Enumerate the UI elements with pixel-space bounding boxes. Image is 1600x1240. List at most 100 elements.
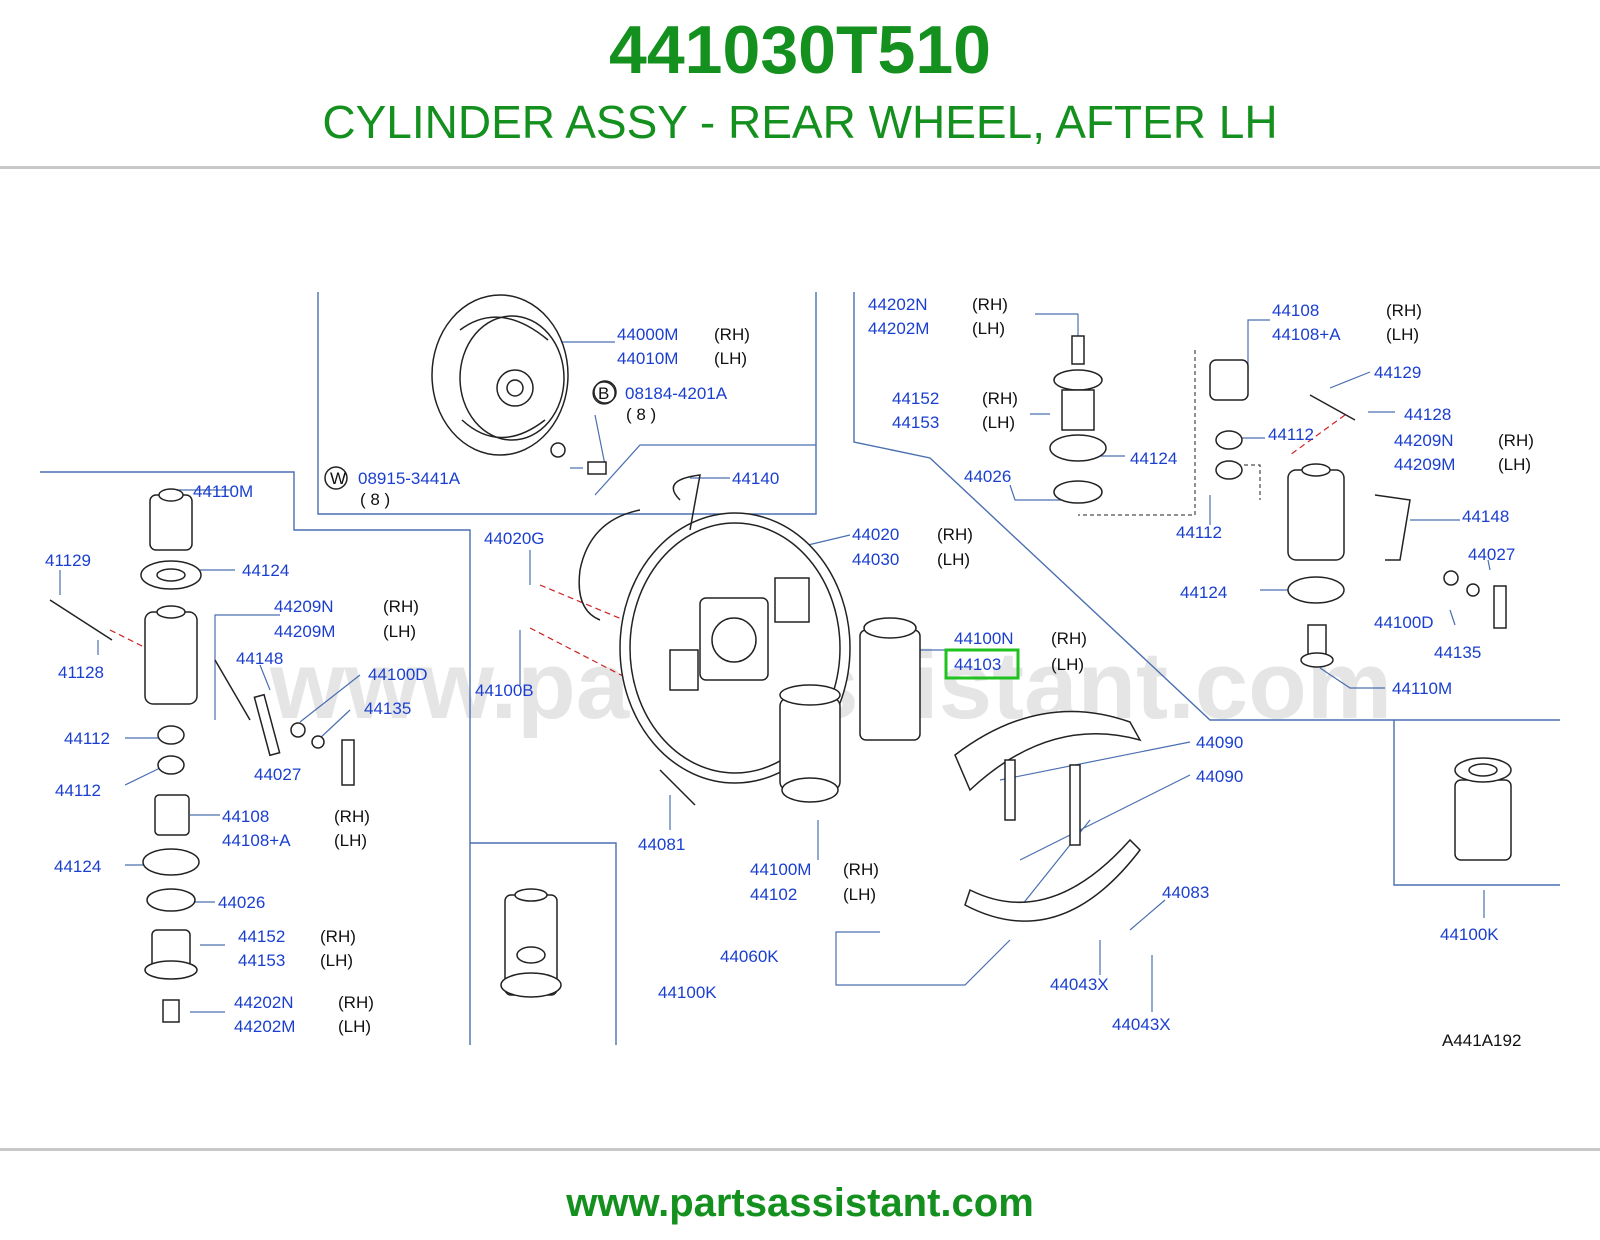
diagram-reference: A441A192: [1442, 1031, 1521, 1050]
label-44000M[interactable]: 44000M: [617, 325, 678, 344]
group-frames: [40, 292, 1560, 1045]
side-44020: (RH): [937, 525, 973, 544]
washer-w-letter: W: [330, 469, 346, 488]
label-44026-right[interactable]: 44026: [964, 467, 1011, 486]
label-44100K-right[interactable]: 44100K: [1440, 925, 1499, 944]
side-44202M-left: (LH): [338, 1017, 371, 1036]
label-44209M-left[interactable]: 44209M: [274, 622, 335, 641]
label-44152-left[interactable]: 44152: [238, 927, 285, 946]
label-44124-right-2[interactable]: 44124: [1180, 583, 1227, 602]
label-44112-left-2[interactable]: 44112: [55, 781, 101, 800]
label-44043X-lower[interactable]: 44043X: [1112, 1015, 1171, 1034]
header-divider: [0, 166, 1600, 169]
label-44100B[interactable]: 44100B: [475, 681, 534, 700]
label-44153-right[interactable]: 44153: [892, 413, 939, 432]
label-41128-left[interactable]: 41128: [58, 663, 104, 682]
label-44148-left[interactable]: 44148: [236, 649, 283, 668]
side-44209N-left: (RH): [383, 597, 419, 616]
label-44043X-upper[interactable]: 44043X: [1050, 975, 1109, 994]
label-44100K-centre[interactable]: 44100K: [658, 983, 717, 1002]
label-44128-right[interactable]: 44128: [1404, 405, 1451, 424]
side-44209M-left: (LH): [383, 622, 416, 641]
side-44202M-right: (LH): [972, 319, 1005, 338]
bolt-b-letter: B: [598, 384, 609, 403]
label-44020G[interactable]: 44020G: [484, 529, 545, 548]
side-44010M: (LH): [714, 349, 747, 368]
label-44209N-right[interactable]: 44209N: [1394, 431, 1454, 450]
label-44202M-right[interactable]: 44202M: [868, 319, 929, 338]
side-44030: (LH): [937, 550, 970, 569]
label-44129-right[interactable]: 44129: [1374, 363, 1421, 382]
bolt-b-circle-icon: [592, 381, 616, 405]
selected-part-highlight: [944, 648, 1020, 680]
side-44000M: (RH): [714, 325, 750, 344]
side-44202N-left: (RH): [338, 993, 374, 1012]
label-44100N[interactable]: 44100N: [954, 629, 1014, 648]
side-44108-right: (RH): [1386, 301, 1422, 320]
label-44209N-left[interactable]: 44209N: [274, 597, 334, 616]
label-44030[interactable]: 44030: [852, 550, 899, 569]
side-44103: (LH): [1051, 655, 1084, 674]
label-44135-left[interactable]: 44135: [364, 699, 411, 718]
side-44152-left: (RH): [320, 927, 356, 946]
side-44152-right: (RH): [982, 389, 1018, 408]
label-44135-right[interactable]: 44135: [1434, 643, 1481, 662]
label-44083[interactable]: 44083: [1162, 883, 1209, 902]
label-44090-lower[interactable]: 44090: [1196, 767, 1243, 786]
label-44202N-right[interactable]: 44202N: [868, 295, 928, 314]
label-44081[interactable]: 44081: [638, 835, 685, 854]
side-44100N: (RH): [1051, 629, 1087, 648]
qty-08184-4201A: ( 8 ): [626, 405, 656, 424]
label-44026-left[interactable]: 44026: [218, 893, 265, 912]
label-44202M-left[interactable]: 44202M: [234, 1017, 295, 1036]
side-44108A-right: (LH): [1386, 325, 1419, 344]
label-44209M-right[interactable]: 44209M: [1394, 455, 1455, 474]
label-44027-right[interactable]: 44027: [1468, 545, 1515, 564]
side-44153-left: (LH): [320, 951, 353, 970]
label-44124-right-1[interactable]: 44124: [1130, 449, 1177, 468]
side-44202N-right: (RH): [972, 295, 1008, 314]
label-44112-right-1[interactable]: 44112: [1268, 425, 1314, 444]
label-44110M-right[interactable]: 44110M: [1392, 679, 1452, 698]
label-08915-3441A[interactable]: 08915-3441A: [358, 469, 461, 488]
side-44100M-centre: (RH): [843, 860, 879, 879]
label-44100D-left[interactable]: 44100D: [368, 665, 428, 684]
footer-url[interactable]: www.partsassistant.com: [566, 1181, 1034, 1225]
label-44108-left[interactable]: 44108: [222, 807, 269, 826]
label-44090-upper[interactable]: 44090: [1196, 733, 1243, 752]
label-44124-left-1[interactable]: 44124: [242, 561, 289, 580]
label-44103-selected[interactable]: 44103: [954, 655, 1001, 674]
part-number: 441030T510: [609, 12, 991, 88]
side-44209N-right: (RH): [1498, 431, 1534, 450]
label-44100D-right[interactable]: 44100D: [1374, 613, 1434, 632]
label-44108A-right[interactable]: 44108+A: [1272, 325, 1341, 344]
label-44112-right-2[interactable]: 44112: [1176, 523, 1222, 542]
label-44124-left-2[interactable]: 44124: [54, 857, 101, 876]
label-44102[interactable]: 44102: [750, 885, 797, 904]
side-44108-left: (RH): [334, 807, 370, 826]
label-41129-left[interactable]: 41129: [45, 551, 91, 570]
label-44153-left[interactable]: 44153: [238, 951, 285, 970]
side-44153-right: (LH): [982, 413, 1015, 432]
label-44152-right[interactable]: 44152: [892, 389, 939, 408]
label-44108A-left[interactable]: 44108+A: [222, 831, 291, 850]
side-44102: (LH): [843, 885, 876, 904]
qty-08915-3441A: ( 8 ): [360, 490, 390, 509]
label-44010M[interactable]: 44010M: [617, 349, 678, 368]
label-44100M-centre[interactable]: 44100M: [750, 860, 811, 879]
label-44140[interactable]: 44140: [732, 469, 779, 488]
part-labels: 44000M (RH) 44010M (LH) B 08184-4201A ( …: [45, 295, 1534, 1036]
label-44108-right[interactable]: 44108: [1272, 301, 1319, 320]
label-44027-left[interactable]: 44027: [254, 765, 301, 784]
side-44108A-left: (LH): [334, 831, 367, 850]
label-44060K[interactable]: 44060K: [720, 947, 779, 966]
label-44020[interactable]: 44020: [852, 525, 899, 544]
label-44112-left-1[interactable]: 44112: [64, 729, 110, 748]
part-drawings: [49, 294, 1512, 1023]
side-44209M-right: (LH): [1498, 455, 1531, 474]
label-08184-4201A[interactable]: 08184-4201A: [625, 384, 728, 403]
label-44202N-left[interactable]: 44202N: [234, 993, 294, 1012]
label-44148-right[interactable]: 44148: [1462, 507, 1509, 526]
label-44110M-left[interactable]: 44110M: [193, 482, 253, 501]
